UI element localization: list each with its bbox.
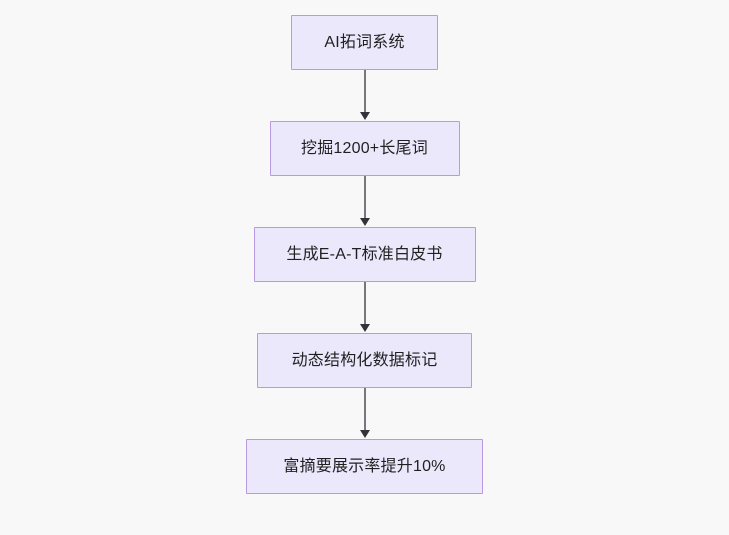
flow-node-rich-snippet-impression-lift[interactable]: 富摘要展示率提升10% bbox=[246, 439, 483, 494]
flow-connector-1 bbox=[357, 70, 373, 121]
flow-node-label: AI拓词系统 bbox=[324, 33, 405, 51]
connector-line bbox=[363, 70, 366, 115]
flow-node-mine-longtail-keywords[interactable]: 挖掘1200+长尾词 bbox=[269, 121, 460, 176]
flow-node-label: 富摘要展示率提升10% bbox=[283, 457, 446, 475]
flow-connector-4 bbox=[357, 388, 373, 439]
flow-node-label: 挖掘1200+长尾词 bbox=[301, 139, 428, 157]
down-arrow-icon bbox=[359, 218, 370, 226]
flow-node-dynamic-structured-data-markup[interactable]: 动态结构化数据标记 bbox=[257, 333, 472, 388]
flow-connector-2 bbox=[357, 176, 373, 227]
flowchart-node-column: AI拓词系统 挖掘1200+长尾词 生成E-A-T标准白皮书 动态结构化数据标记 bbox=[246, 15, 483, 494]
flow-connector-3 bbox=[357, 282, 373, 333]
down-arrow-icon bbox=[359, 324, 370, 332]
flow-node-label: 生成E-A-T标准白皮书 bbox=[286, 245, 443, 263]
down-arrow-icon bbox=[359, 112, 370, 120]
flow-node-ai-keyword-system[interactable]: AI拓词系统 bbox=[291, 15, 438, 70]
flow-node-generate-eat-whitepaper[interactable]: 生成E-A-T标准白皮书 bbox=[253, 227, 476, 282]
connector-line bbox=[363, 282, 366, 327]
connector-line bbox=[363, 388, 366, 433]
connector-line bbox=[363, 176, 366, 221]
flow-node-label: 动态结构化数据标记 bbox=[291, 351, 438, 369]
down-arrow-icon bbox=[359, 430, 370, 438]
